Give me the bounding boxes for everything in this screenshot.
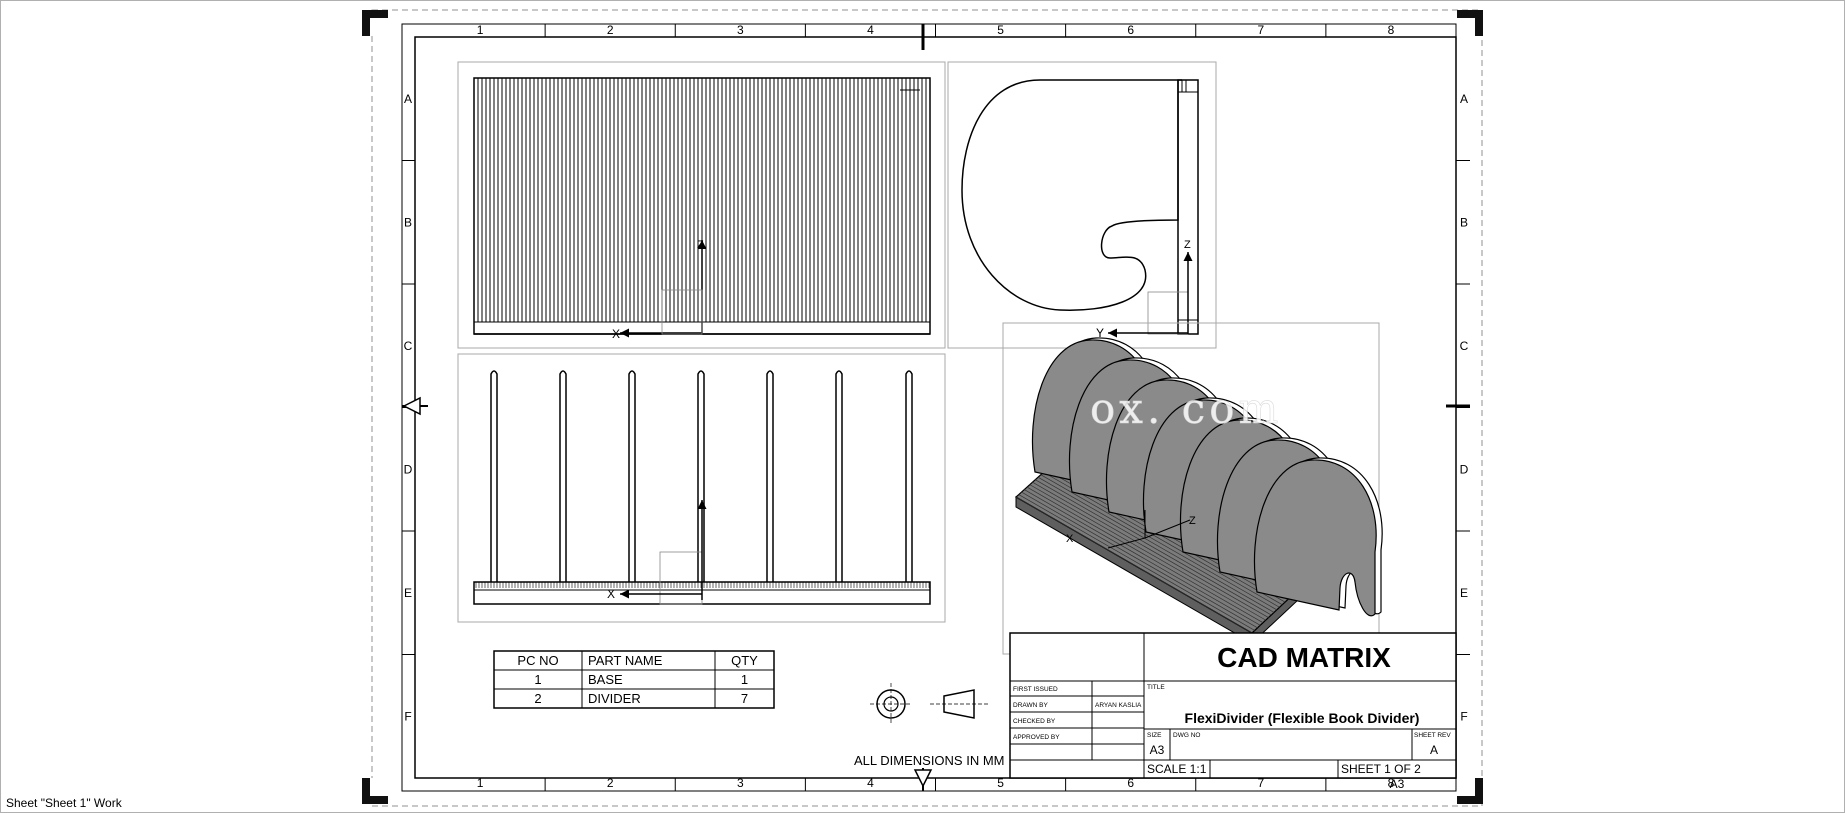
zone-row-label-left-D: D: [404, 462, 413, 476]
zone-col-label-bottom-4: 4: [867, 776, 874, 790]
centering-arrow-bottom: [913, 768, 933, 791]
tb-drawn-by-label: DRAWN BY: [1013, 702, 1048, 709]
zone-labels-top: 1 2 3 4 5 6 7 8: [477, 23, 1395, 37]
bom-cell: 2: [534, 691, 541, 706]
front-view-x-label: X: [607, 587, 615, 601]
tb-sheet-of: SHEET 1 OF 2: [1341, 762, 1421, 776]
drawing-title: FlexiDivider (Flexible Book Divider): [1185, 710, 1420, 726]
paper-boundary: [371, 9, 1483, 807]
bom-header-cell: PC NO: [517, 653, 558, 668]
zone-labels-right: A B C D E F: [1460, 92, 1469, 724]
zone-col-label-top-5: 5: [997, 23, 1004, 37]
isometric-view[interactable]: X Z: [1002, 322, 1383, 655]
tb-size-value: A3: [1150, 743, 1165, 757]
zone-col-label-top-4: 4: [867, 23, 874, 37]
top-view[interactable]: X Z: [457, 61, 946, 349]
tb-scale: SCALE 1:1: [1147, 762, 1207, 776]
tb-rev-label: SHEET REV: [1414, 732, 1451, 739]
tb-dwg-label: DWG NO: [1173, 732, 1200, 739]
zone-col-label-top-2: 2: [607, 23, 614, 37]
zone-col-label-top-3: 3: [737, 23, 744, 37]
bom-cell: 1: [534, 672, 541, 687]
bom-cell: 1: [741, 672, 748, 687]
side-view-z-label: Z: [1184, 239, 1191, 251]
zone-row-label-right-F: F: [1460, 709, 1467, 723]
tb-approved-by-label: APPROVED BY: [1013, 734, 1060, 741]
title-block: CAD MATRIX FIRST ISSUED DRAWN BY ARYAN K…: [1009, 632, 1457, 779]
zone-row-label-right-D: D: [1460, 462, 1469, 476]
tb-first-issued-label: FIRST ISSUED: [1013, 686, 1058, 693]
zone-row-label-right-E: E: [1460, 586, 1468, 600]
bom-header-cell: QTY: [731, 653, 758, 668]
bom-cell: 7: [741, 691, 748, 706]
zone-col-label-top-7: 7: [1257, 23, 1264, 37]
zone-col-label-top-6: 6: [1127, 23, 1134, 37]
tb-title-label: TITLE: [1147, 684, 1165, 691]
tb-drawn-by-value: ARYAN KASLIA: [1095, 702, 1142, 709]
zone-labels-bottom: 1 2 3 4 5 6 7 8: [477, 776, 1395, 790]
zone-col-label-bottom-3: 3: [737, 776, 744, 790]
zone-row-label-left-E: E: [404, 586, 412, 600]
bom-table: PC NO PART NAME QTY 1 BASE 1 2 DIVIDER 7: [493, 650, 775, 709]
zone-col-label-bottom-1: 1: [477, 776, 484, 790]
zone-labels-left: A B C D E F: [404, 92, 413, 724]
top-view-z-label: Z: [697, 239, 704, 251]
zone-row-label-left-F: F: [404, 709, 411, 723]
side-view[interactable]: Y Z: [947, 61, 1217, 349]
iso-view-x-label: X: [1066, 533, 1074, 545]
zone-col-label-bottom-2: 2: [607, 776, 614, 790]
zone-row-label-left-B: B: [404, 215, 412, 229]
dimensions-note: ALL DIMENSIONS IN MM: [854, 753, 1004, 768]
bom-cell: DIVIDER: [588, 691, 641, 706]
watermark-text: ox. com: [1090, 384, 1282, 433]
projection-symbol: [870, 683, 988, 725]
bom-cell: BASE: [588, 672, 623, 687]
side-view-y-label: Y: [1096, 326, 1104, 340]
zone-row-label-left-C: C: [404, 339, 413, 353]
tb-checked-by-label: CHECKED BY: [1013, 718, 1056, 725]
zone-row-label-right-B: B: [1460, 215, 1468, 229]
tb-paper-size: A3: [1390, 777, 1405, 791]
zone-col-label-top-8: 8: [1388, 23, 1395, 37]
status-bar-text: Sheet "Sheet 1" Work: [6, 796, 122, 810]
zone-row-label-left-A: A: [404, 92, 412, 106]
bom-header-cell: PART NAME: [588, 653, 663, 668]
zone-col-label-top-1: 1: [477, 23, 484, 37]
zone-col-label-bottom-5: 5: [997, 776, 1004, 790]
company-name: CAD MATRIX: [1217, 642, 1391, 673]
tb-rev-value: A: [1430, 743, 1438, 757]
centering-arrow-left: [402, 396, 428, 416]
tb-size-label: SIZE: [1147, 732, 1162, 739]
zone-col-label-bottom-6: 6: [1127, 776, 1134, 790]
zone-row-label-right-C: C: [1460, 339, 1469, 353]
top-view-x-label: X: [612, 327, 620, 341]
zone-col-label-bottom-7: 7: [1257, 776, 1264, 790]
front-view[interactable]: X: [457, 353, 946, 623]
zone-row-label-right-A: A: [1460, 92, 1468, 106]
zone-col-label-bottom-8: 8: [1388, 776, 1395, 790]
iso-view-z-label: Z: [1189, 515, 1196, 527]
